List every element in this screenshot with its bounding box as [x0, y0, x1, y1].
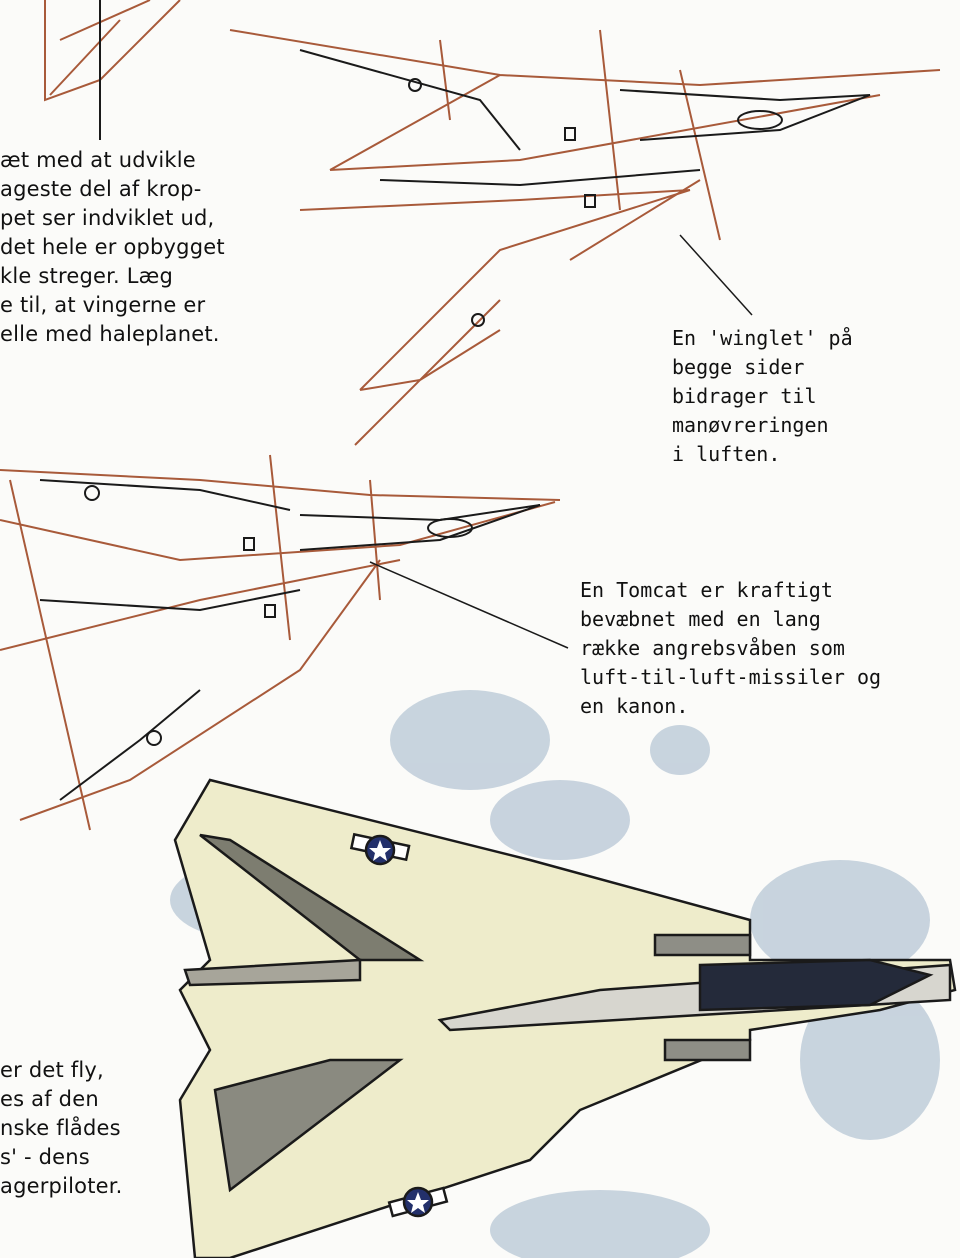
winglet-caption: En 'winglet' på begge sider bidrager til… — [672, 326, 853, 471]
sketch-plane-2 — [0, 454, 569, 831]
intro-text: æt med at udvikle ageste del af krop- pe… — [0, 148, 225, 351]
caption-line: bevæbnet med en lang — [580, 607, 821, 631]
winglet-pointer — [679, 234, 753, 316]
caption-line: række angrebsvåben som — [580, 636, 845, 660]
caption-line: i luften. — [672, 442, 781, 466]
weapons-pointer — [369, 561, 569, 649]
caption-line: begge sider — [672, 355, 805, 379]
bottom-line: er det fly, — [0, 1058, 104, 1082]
caption-line: en kanon. — [580, 694, 689, 718]
caption-line: bidrager til — [672, 384, 817, 408]
bottom-line: nske flådes — [0, 1116, 121, 1140]
caption-line: En 'winglet' på — [672, 326, 853, 350]
intro-line: kle streger. Læg — [0, 264, 174, 288]
intro-line: pet ser indviklet ud, — [0, 206, 215, 230]
caption-line: En Tomcat er kraftigt — [580, 578, 833, 602]
intro-line: æt med at udvikle — [0, 148, 196, 172]
colored-tomcat — [173, 778, 957, 1258]
roundel-star-icon — [387, 1186, 449, 1218]
intro-line: ageste del af krop- — [0, 177, 202, 201]
tomcat-caption: En Tomcat er kraftigt bevæbnet med en la… — [580, 578, 881, 723]
intro-line: det hele er opbygget — [0, 235, 225, 259]
caption-line: manøvreringen — [672, 413, 829, 437]
sketch-plane-1 — [229, 29, 941, 446]
bottom-line: agerpiloter. — [0, 1174, 123, 1198]
bottom-text: er det fly, es af den nske flådes s' - d… — [0, 1058, 123, 1203]
roundel-star-icon — [349, 832, 411, 866]
bottom-line: s' - dens — [0, 1145, 90, 1169]
caption-line: luft-til-luft-missiler og — [580, 665, 882, 689]
bottom-line: es af den — [0, 1087, 99, 1111]
sketch-fragment-top-left — [44, 0, 181, 140]
intro-line: e til, at vingerne er — [0, 293, 206, 317]
intro-line: elle med haleplanet. — [0, 322, 220, 346]
